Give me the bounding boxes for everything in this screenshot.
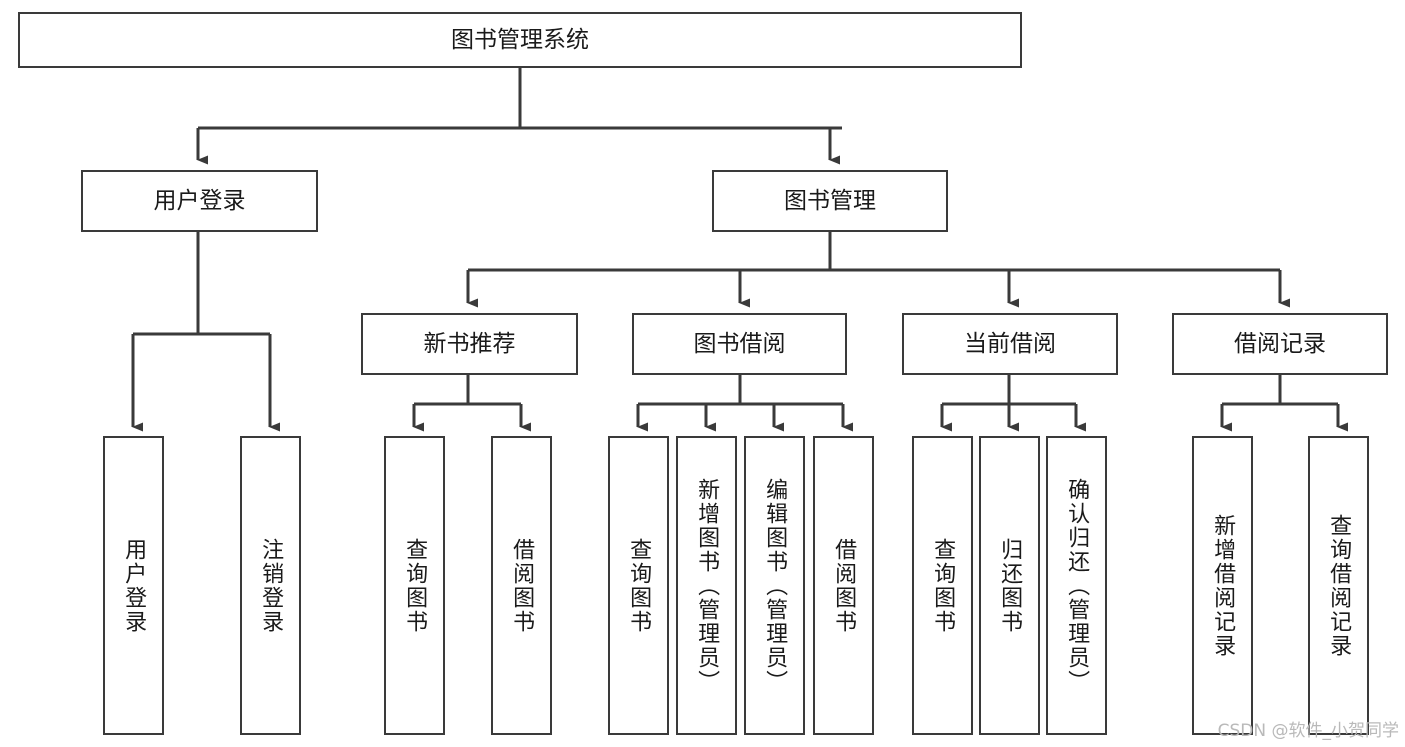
- leaf-user-login-label: 用户登录: [121, 537, 147, 634]
- leaf-borrow-edit-book[interactable]: 编辑图书（管理员）: [744, 436, 805, 735]
- leaf-current-query-book-label: 查询图书: [930, 537, 956, 634]
- node-borrow-record-label: 借阅记录: [1234, 330, 1326, 357]
- leaf-borrow-lend-book[interactable]: 借阅图书: [813, 436, 874, 735]
- node-root-label: 图书管理系统: [451, 26, 589, 53]
- leaf-borrow-edit-book-label: 编辑图书（管理员）: [762, 477, 788, 694]
- leaf-current-return-book-label: 归还图书: [997, 537, 1023, 634]
- node-current-borrow-label: 当前借阅: [964, 330, 1056, 357]
- leaf-record-add-label: 新增借阅记录: [1210, 513, 1236, 658]
- leaf-borrow-lend-book-label: 借阅图书: [831, 537, 857, 634]
- leaf-borrow-query-book-label: 查询图书: [626, 537, 652, 634]
- leaf-user-logout[interactable]: 注销登录: [240, 436, 301, 735]
- leaf-user-login[interactable]: 用户登录: [103, 436, 164, 735]
- node-new-book-recommend[interactable]: 新书推荐: [361, 313, 578, 375]
- leaf-borrow-query-book[interactable]: 查询图书: [608, 436, 669, 735]
- leaf-current-confirm-return[interactable]: 确认归还（管理员）: [1046, 436, 1107, 735]
- leaf-current-query-book[interactable]: 查询图书: [912, 436, 973, 735]
- leaf-newbook-query-book-label: 查询图书: [402, 537, 428, 634]
- leaf-current-confirm-return-label: 确认归还（管理员）: [1064, 477, 1090, 694]
- node-borrow-record[interactable]: 借阅记录: [1172, 313, 1388, 375]
- leaf-newbook-borrow-book[interactable]: 借阅图书: [491, 436, 552, 735]
- leaf-newbook-query-book[interactable]: 查询图书: [384, 436, 445, 735]
- node-book-borrow[interactable]: 图书借阅: [632, 313, 847, 375]
- node-new-book-recommend-label: 新书推荐: [423, 330, 516, 357]
- leaf-newbook-borrow-book-label: 借阅图书: [509, 537, 535, 634]
- node-book-management-label: 图书管理: [784, 187, 876, 214]
- node-current-borrow[interactable]: 当前借阅: [902, 313, 1118, 375]
- leaf-record-add[interactable]: 新增借阅记录: [1192, 436, 1253, 735]
- leaf-record-query-label: 查询借阅记录: [1326, 513, 1352, 658]
- csdn-watermark: CSDN @软件_小贺同学: [1217, 721, 1399, 741]
- node-user-login[interactable]: 用户登录: [81, 170, 318, 232]
- leaf-record-query[interactable]: 查询借阅记录: [1308, 436, 1369, 735]
- leaf-borrow-add-book-label: 新增图书（管理员）: [694, 477, 720, 694]
- node-user-login-label: 用户登录: [153, 187, 246, 214]
- leaf-user-logout-label: 注销登录: [258, 537, 284, 634]
- node-book-borrow-label: 图书借阅: [693, 330, 786, 357]
- leaf-current-return-book[interactable]: 归还图书: [979, 436, 1040, 735]
- node-root[interactable]: 图书管理系统: [18, 12, 1022, 68]
- leaf-borrow-add-book[interactable]: 新增图书（管理员）: [676, 436, 737, 735]
- node-book-management[interactable]: 图书管理: [712, 170, 948, 232]
